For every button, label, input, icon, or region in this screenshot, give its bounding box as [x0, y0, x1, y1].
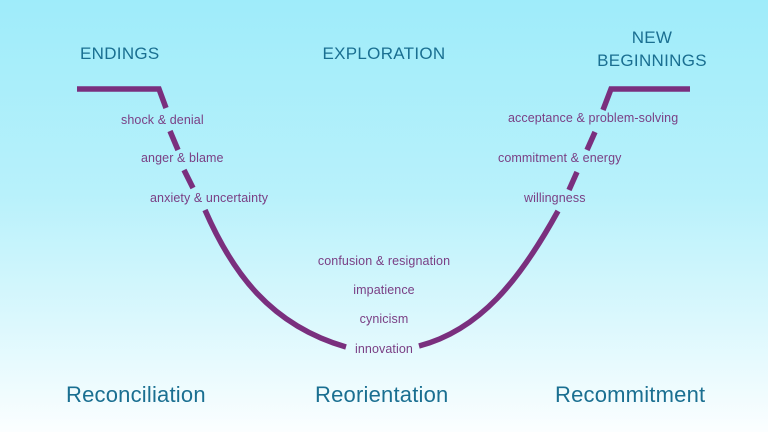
emotion-innovation: innovation: [355, 342, 413, 356]
curve-segment-ascent: [418, 209, 561, 349]
header-endings-label: ENDINGS: [80, 44, 160, 63]
header-exploration: EXPLORATION: [323, 42, 446, 65]
curve-segment-newbeginnings-top: [600, 86, 690, 111]
emotion-impatience: impatience: [353, 283, 415, 297]
header-new-beginnings: NEW BEGINNINGS: [597, 26, 707, 72]
emotion-confusion-resignation: confusion & resignation: [317, 254, 451, 268]
curve-segment-newbeginnings-1: [566, 170, 580, 192]
curve-segment-endings-2: [181, 168, 196, 190]
header-exploration-label: EXPLORATION: [322, 44, 446, 63]
emotion-anger-blame: anger & blame: [141, 151, 224, 165]
emotion-shock-denial: shock & denial: [121, 113, 204, 127]
curve-segment-descent: [202, 208, 347, 350]
emotion-anxiety-uncertainty: anxiety & uncertainty: [150, 191, 269, 205]
curve-segment-endings-1: [167, 129, 181, 152]
header-new-beginnings-line2: BEGINNINGS: [597, 51, 707, 70]
curve-segment-newbeginnings-2: [584, 130, 598, 152]
header-endings: ENDINGS: [80, 42, 160, 65]
header-new-beginnings-line1: NEW: [631, 28, 673, 47]
emotion-commitment-energy: commitment & energy: [498, 151, 622, 165]
curve-segment-endings-top: [77, 86, 169, 109]
phase-reorientation: Reorientation: [315, 382, 449, 407]
emotion-cynicism: cynicism: [359, 312, 409, 326]
phase-reconciliation: Reconciliation: [66, 382, 206, 407]
emotion-willingness: willingness: [524, 191, 586, 205]
emotion-acceptance-problem-solving: acceptance & problem-solving: [508, 111, 679, 125]
phase-recommitment: Recommitment: [555, 382, 706, 407]
